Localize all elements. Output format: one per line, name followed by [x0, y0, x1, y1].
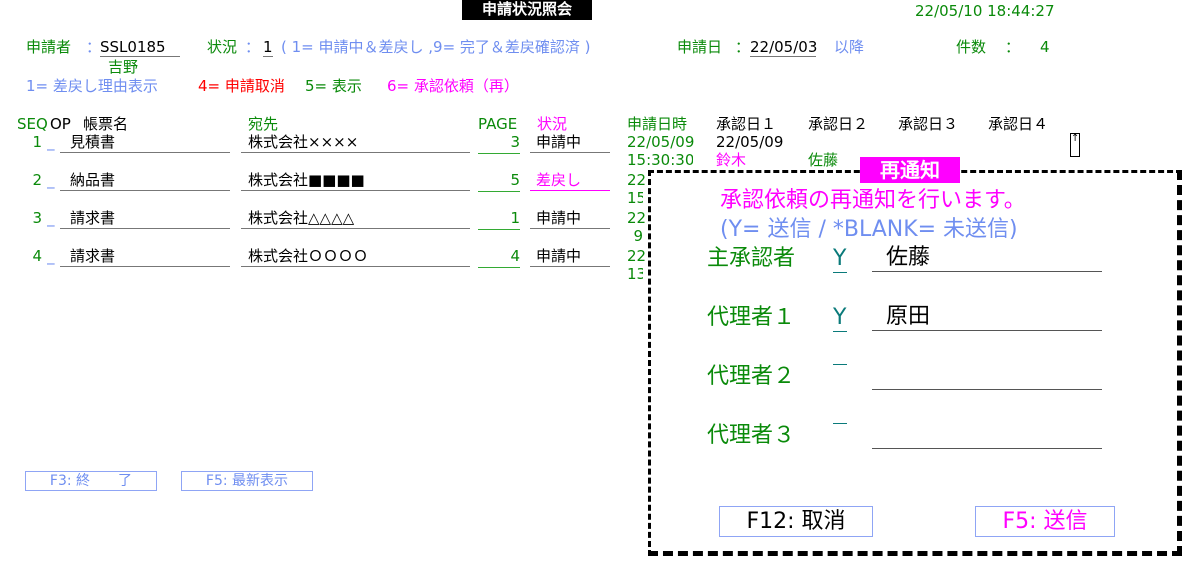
row-destination: 株式会社ＯＯＯＯ: [241, 247, 470, 267]
date-label: 申請日: [677, 38, 723, 56]
dialog-flag-input[interactable]: [833, 364, 847, 365]
f12-cancel-button[interactable]: F12: 取消: [719, 506, 873, 537]
row-form-name: 請求書: [60, 209, 230, 229]
row-page: 5: [478, 171, 520, 192]
row-time: 13: [627, 265, 643, 283]
col-applied: 申請日時: [627, 115, 688, 133]
dialog-name-field[interactable]: 原田: [872, 303, 1102, 331]
applicant-name: 吉野: [108, 58, 139, 76]
dialog-flag-input[interactable]: [833, 423, 847, 424]
row-time: 15: [627, 189, 643, 207]
count-label: 件数: [956, 38, 987, 56]
row-form-name: 請求書: [60, 247, 230, 267]
col-form: 帳票名: [83, 115, 129, 133]
applicant-id-input[interactable]: SSL0185: [100, 38, 180, 57]
row-1-appr1-name: 鈴木: [716, 151, 747, 169]
date-input[interactable]: 22/05/03: [750, 38, 818, 57]
sep: ：: [245, 38, 261, 56]
col-op: OP: [50, 115, 71, 133]
status-hint: ( 1= 申請中＆差戻し ,9= 完了＆差戻確認済 ): [281, 38, 591, 56]
sep: ：: [735, 38, 751, 56]
col-seq: SEQ: [17, 115, 48, 133]
col-appr1: 承認日１: [716, 115, 777, 133]
row-seq: 2: [32, 171, 42, 189]
row-destination: 株式会社××××: [241, 133, 470, 153]
row-op-input[interactable]: _: [47, 209, 55, 227]
dialog-flag-input[interactable]: Y: [833, 246, 847, 273]
row-seq: 3: [32, 209, 42, 227]
row-date: 22: [627, 247, 647, 265]
row-date: 22: [627, 209, 647, 227]
dialog-field-label: 代理者３: [707, 423, 796, 448]
row-status: 申請中: [530, 247, 610, 267]
col-appr4: 承認日４: [988, 115, 1049, 133]
screen-title: 申請状況照会: [462, 0, 592, 20]
row-op-input[interactable]: _: [47, 133, 55, 151]
applicant-label: 申請者: [26, 38, 72, 56]
datetime: 22/05/10 18:44:27: [915, 2, 1055, 20]
f5-send-button[interactable]: F5: 送信: [975, 506, 1115, 537]
f5-refresh-button[interactable]: F5: 最新表示: [181, 471, 313, 491]
col-page: PAGE: [478, 115, 518, 133]
row-1-appr1: 22/05/09: [716, 133, 784, 151]
dialog-field-label: 代理者２: [707, 364, 796, 389]
status-label: 状況: [207, 38, 238, 56]
dialog-title: 再通知: [860, 157, 960, 183]
option-1: 1= 差戻し理由表示: [26, 77, 158, 95]
status-input[interactable]: 1: [263, 38, 273, 57]
row-op-input[interactable]: _: [47, 247, 55, 265]
row-status: 差戻し: [530, 171, 610, 191]
sep: ：: [1005, 38, 1021, 56]
up-arrow-icon[interactable]: ↑: [1070, 133, 1080, 157]
row-date: 22: [627, 171, 647, 189]
count-value: 4: [1040, 38, 1050, 56]
sep: ：: [86, 38, 102, 56]
row-time: 15:30:30: [627, 151, 693, 169]
col-appr2: 承認日２: [808, 115, 869, 133]
row-form-name: 見積書: [60, 133, 230, 153]
option-6: 6= 承認依頼（再）: [387, 77, 519, 95]
dialog-name-field[interactable]: [872, 421, 1102, 449]
option-5: 5= 表示: [305, 77, 362, 95]
resend-dialog: [648, 170, 1182, 556]
row-1-appr2-name: 佐藤: [808, 151, 839, 169]
dialog-field-label: 代理者１: [707, 305, 796, 330]
dialog-message: 承認依頼の再通知を行います。: [720, 188, 1026, 213]
option-4: 4= 申請取消: [198, 77, 285, 95]
dialog-field-label: 主承認者: [707, 246, 796, 271]
dialog-name-field[interactable]: [872, 362, 1102, 390]
f3-exit-button[interactable]: F3: 終 了: [25, 471, 157, 491]
date-suffix: 以降: [834, 38, 865, 56]
row-destination: 株式会社■■■■: [241, 171, 470, 191]
dialog-name-field[interactable]: 佐藤: [872, 244, 1102, 272]
row-destination: 株式会社△△△△: [241, 209, 470, 229]
row-op-input[interactable]: _: [47, 171, 55, 189]
row-status: 申請中: [530, 209, 610, 229]
row-seq: 1: [32, 133, 42, 151]
row-time: 9: [633, 227, 643, 245]
dialog-hint: (Y= 送信 / *BLANK= 未送信): [720, 217, 1018, 242]
row-status: 申請中: [530, 133, 610, 153]
row-page: 3: [478, 133, 520, 154]
dialog-flag-input[interactable]: Y: [833, 305, 847, 332]
row-form-name: 納品書: [60, 171, 230, 191]
row-page: 1: [478, 209, 520, 230]
row-date: 22/05/09: [627, 133, 695, 151]
col-dest: 宛先: [248, 115, 279, 133]
col-status: 状況: [537, 115, 568, 133]
row-seq: 4: [32, 247, 42, 265]
col-appr3: 承認日３: [898, 115, 959, 133]
row-page: 4: [478, 247, 520, 268]
